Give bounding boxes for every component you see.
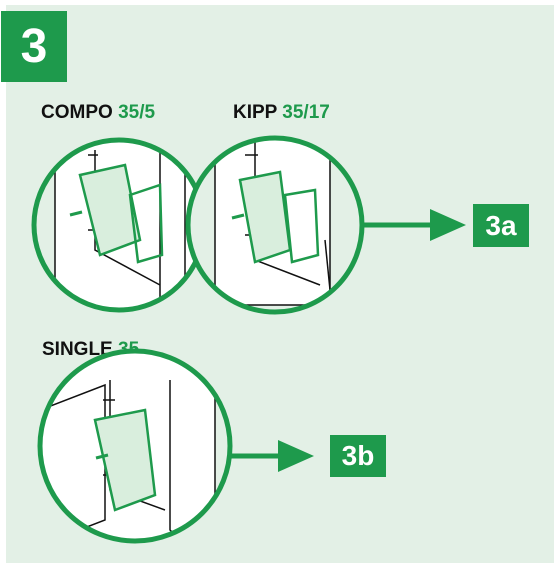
arrow-to-3a-icon [363,209,466,241]
single-cabinet-detail [37,348,233,544]
step-number-badge: 3 [1,11,67,82]
product-label-kipp: KIPP 35/17 [233,102,330,124]
compo-cabinet-detail [31,137,207,313]
product-code: 35/5 [118,102,156,123]
kipp-cabinet-detail [185,135,365,315]
product-code: 35/17 [282,102,330,123]
product-name: KIPP [233,102,278,123]
reference-badge-3a: 3a [473,204,529,247]
product-name: SINGLE [42,339,113,360]
arrow-to-3b-icon [230,440,314,472]
product-label-compo: COMPO 35/5 [41,102,155,124]
product-name: COMPO [41,102,113,123]
reference-badge-3b: 3b [330,435,386,477]
